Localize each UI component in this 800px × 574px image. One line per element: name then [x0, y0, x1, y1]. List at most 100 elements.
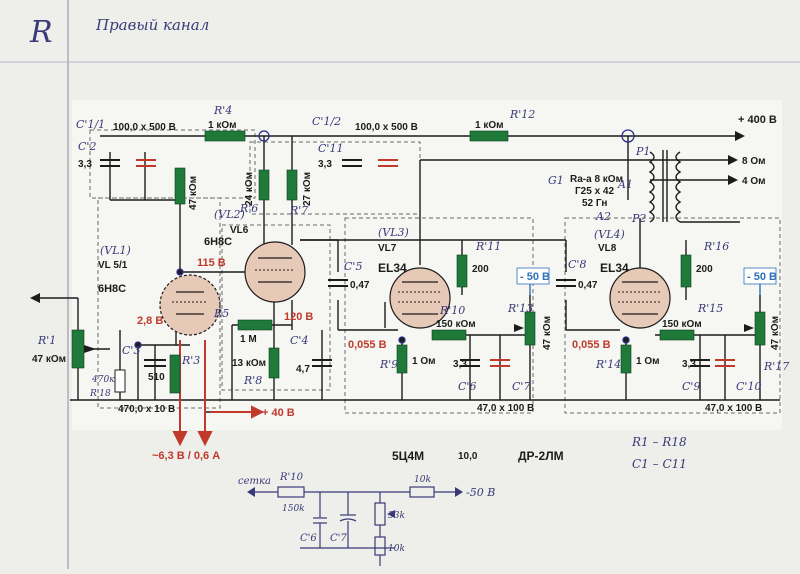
- voltage-labels-red: 115 В 2,8 В 120 В 0,055 В 0,055 В + 40 В…: [137, 257, 611, 462]
- bias-sketch: сетка R'10 150k 10k -50 В C'6 C'7 33k 10…: [238, 472, 495, 566]
- c9-value: 3,3: [682, 359, 696, 370]
- sketch-bottom-res: 10k: [388, 544, 405, 554]
- r16-hand-label: R'16: [703, 240, 729, 253]
- vl7-hand-label: (VL3): [378, 226, 409, 239]
- resistor-r5: [237, 319, 273, 331]
- r6-hand-label: R'6: [239, 202, 258, 215]
- resistor-r4: [204, 130, 246, 142]
- r3-value: 510: [148, 372, 165, 383]
- transformer-a1: A1: [617, 178, 633, 191]
- vl6-hand-label: (VL2): [214, 208, 245, 221]
- r18-hand-label: R'18: [89, 389, 111, 399]
- vl5-cathode-voltage: 2,8 В: [137, 315, 163, 327]
- c6-hand-label: C'6: [458, 380, 476, 393]
- r5-hand-label: R5: [213, 307, 229, 320]
- hand-annotations: C'1/1 C'2 R'4 C'1/2 C'11 R'12 R'6 R'7 (V…: [37, 104, 789, 471]
- junction-nodes: [134, 129, 635, 349]
- c1-hand-label: C'1/1: [76, 118, 105, 131]
- c5-hand-label: C'5: [344, 260, 362, 273]
- resistor-r14: [620, 344, 632, 374]
- resistor-r11: [456, 254, 468, 288]
- vl5-hand-label: (VL1): [100, 244, 131, 257]
- r5-value: 1 М: [240, 334, 257, 345]
- sheet-heading: Правый канал: [95, 16, 209, 34]
- sketch-r10-value: 150k: [282, 504, 305, 514]
- transformer-g1: G1: [548, 174, 564, 187]
- resistor-r13: [524, 311, 536, 346]
- plus-40-label: + 40 В: [262, 407, 295, 419]
- resistors: [71, 130, 766, 394]
- transformer-spec-3: 52 Гн: [582, 198, 607, 209]
- c9-hand-label: C'9: [682, 380, 700, 393]
- r17-value: 47 кОм: [770, 316, 781, 350]
- r14-hand-label: R'14: [595, 358, 621, 371]
- c67-value: 47,0 x 100 В: [477, 403, 534, 414]
- vl7-type: EL34: [378, 261, 407, 275]
- transformer-p1: P1: [635, 145, 650, 158]
- c1b-hand-label: C'1/2: [312, 115, 341, 128]
- resistor-r6: [258, 169, 270, 201]
- tube-vl8: [609, 267, 671, 329]
- vl6-type: 6Н8С: [204, 236, 232, 248]
- summary-capacitors: C1 – C11: [632, 457, 687, 471]
- vl8-bias-label: - 50 В: [747, 271, 777, 283]
- resistor-r2: [174, 167, 186, 205]
- r15-hand-label: R'15: [697, 302, 723, 315]
- vl7-grid-voltage: 0,055 В: [348, 339, 387, 351]
- resistor-r17: [754, 311, 766, 346]
- r13-hand-label: R'13: [507, 302, 533, 315]
- c6-value: 3,3: [453, 359, 467, 370]
- c10-hand-label: C'10: [736, 380, 761, 393]
- heater-label: ~6,3 В / 0,6 А: [152, 450, 220, 462]
- r3-hand-label: R'3: [181, 354, 200, 367]
- r14-value: 1 Ом: [636, 356, 660, 367]
- vl5-anode-voltage: 115 В: [197, 257, 226, 269]
- r16-value: 200: [696, 264, 713, 275]
- c8-value: 0,47: [578, 280, 598, 291]
- r15-value: 150 кОм: [662, 319, 702, 330]
- vl8-type: EL34: [600, 261, 629, 275]
- c1b-value: 100,0 x 500 В: [355, 122, 418, 133]
- r7-value: 27 кОм: [302, 172, 313, 206]
- r8-value: 13 кОм: [232, 358, 266, 369]
- vl8-hand-label: (VL4): [594, 228, 625, 241]
- vl8-id: VL8: [598, 243, 617, 254]
- tube-vl7: [389, 267, 451, 329]
- input-arrow: [30, 293, 40, 303]
- sketch-top-res: 10k: [414, 475, 431, 485]
- vl8-grid-voltage: 0,055 В: [572, 339, 611, 351]
- vl6-cathode-voltage: 120 В: [284, 311, 313, 323]
- summary-resistors: R1 – R18: [631, 435, 687, 449]
- c8-hand-label: C'8: [568, 258, 586, 271]
- output-transformer: [648, 150, 740, 223]
- resistor-r1: [71, 329, 85, 369]
- r13-value: 47 кОм: [542, 316, 553, 350]
- transformer-a2: A2: [595, 210, 611, 223]
- resistor-r15: [659, 329, 695, 341]
- r9-hand-label: R'9: [379, 358, 398, 371]
- r18-hand-value: 470к: [91, 375, 115, 385]
- bias-labels: - 50 В - 50 В: [516, 267, 777, 295]
- c2-value: 3,3: [78, 159, 92, 170]
- out-4-ohm: 4 Ом: [742, 176, 766, 187]
- c1c-value: 470,0 x 10 В: [118, 404, 175, 415]
- resistor-r3: [169, 354, 181, 394]
- r12-value: 1 кОм: [475, 120, 504, 131]
- vl7-bias-label: - 50 В: [520, 271, 550, 283]
- r10-value: 150 кОм: [436, 319, 476, 330]
- r4-value: 1 кОм: [208, 120, 237, 131]
- filter-cap-label: 10,0: [458, 451, 478, 462]
- vl6-id: VL6: [230, 225, 249, 236]
- resistor-r8: [268, 347, 280, 379]
- resistor-r18: [114, 369, 126, 393]
- sketch-neg-out: -50 В: [466, 486, 495, 499]
- b-plus-arrow: [735, 131, 745, 141]
- r8-hand-label: R'8: [243, 374, 262, 387]
- transformer-p2: P2: [631, 212, 646, 225]
- c4-value: 4,7: [296, 364, 310, 375]
- resistor-r9: [396, 344, 408, 374]
- c910-value: 47,0 x 100 В: [705, 403, 762, 414]
